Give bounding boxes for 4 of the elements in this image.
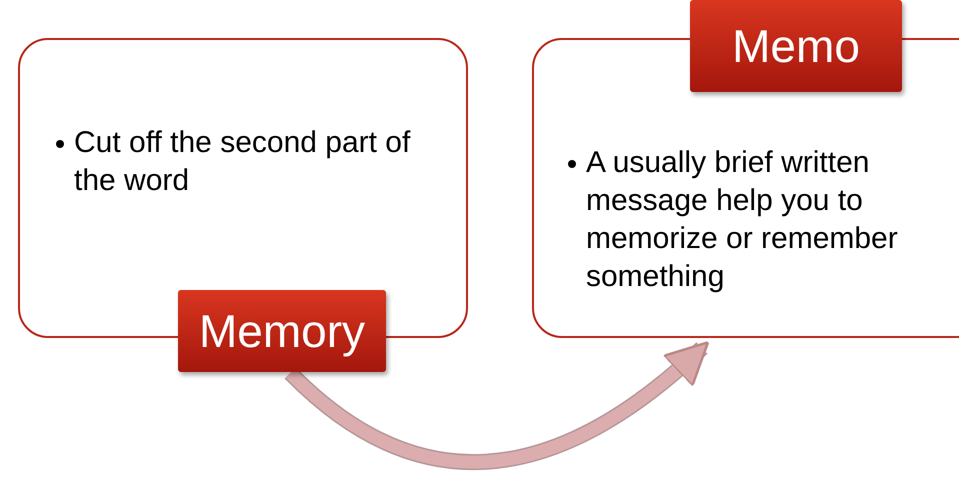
- title-tag: Memo: [690, 0, 902, 92]
- title-tag: Memory: [178, 290, 386, 372]
- bullet-text: A usually brief written message help you to memorize or remember something: [586, 145, 899, 295]
- bullet-text: Cut off the second part of the word: [74, 125, 412, 199]
